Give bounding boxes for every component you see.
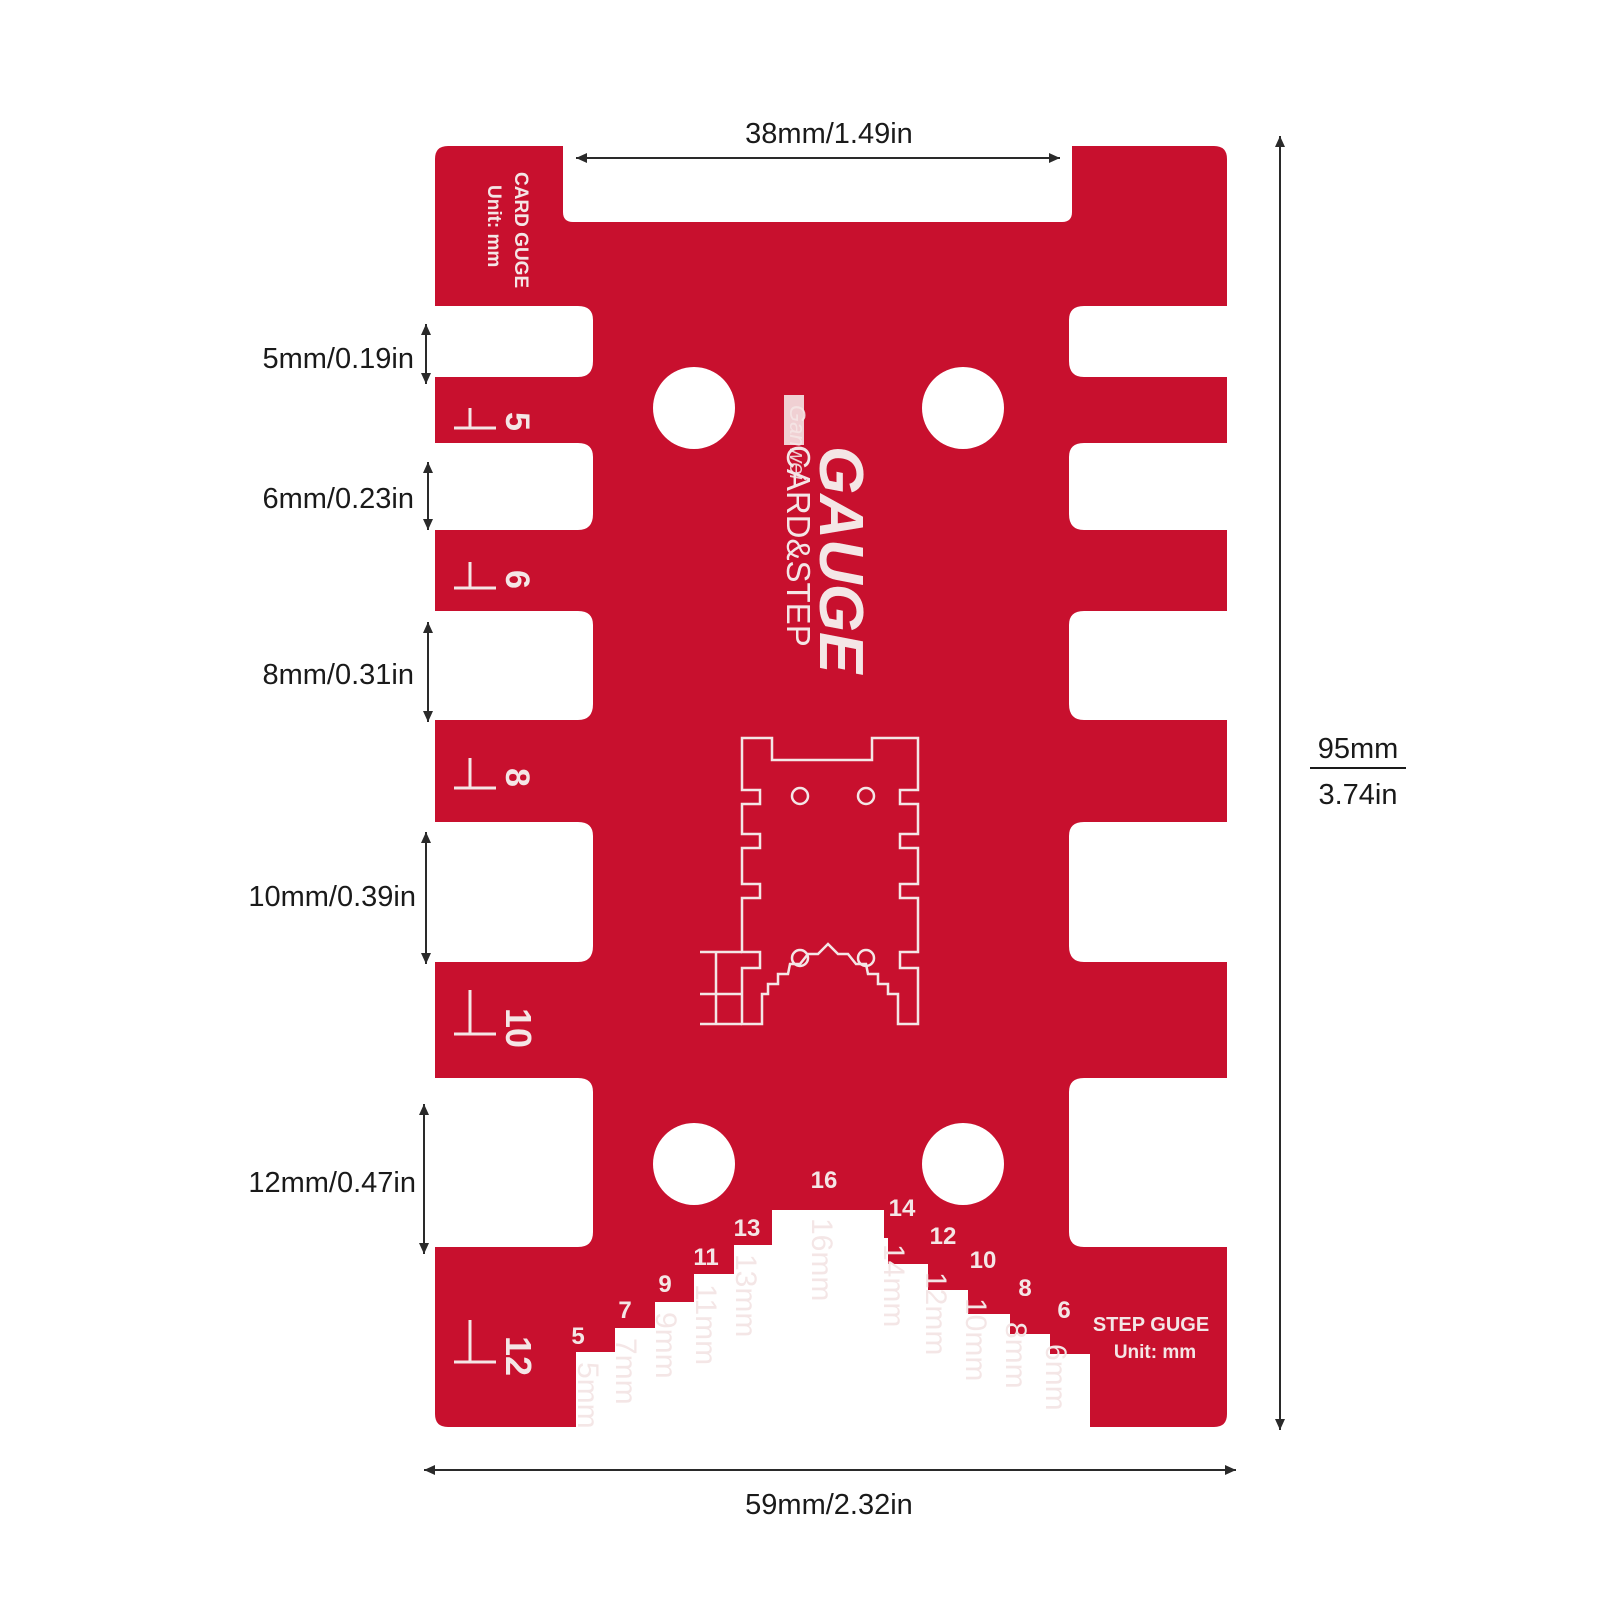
step-gauge-label: STEP GUGE	[1093, 1314, 1209, 1336]
brand-subtitle: CARD&STEP	[780, 445, 817, 647]
svg-text:16mm: 16mm	[805, 1218, 838, 1301]
svg-text:12: 12	[498, 1336, 539, 1376]
mount-hole	[653, 367, 735, 449]
tab-marker-5: 5	[454, 408, 536, 431]
tab-marker-12: 12	[454, 1320, 539, 1376]
gauge-body	[435, 146, 1227, 1427]
slot-5-label: 5mm/0.19in	[262, 343, 414, 375]
brand-badge	[784, 395, 804, 445]
svg-text:16: 16	[811, 1167, 838, 1194]
svg-text:12mm: 12mm	[919, 1272, 952, 1355]
tab-marker-8: 8	[454, 758, 536, 790]
bottom-width-label: 59mm/2.32in	[745, 1489, 913, 1521]
card-gauge-unit: Unit: mm	[483, 185, 504, 267]
mount-hole	[922, 1123, 1004, 1205]
brand-title: GAUGE	[806, 446, 875, 675]
svg-text:10: 10	[498, 1008, 539, 1048]
svg-text:13: 13	[734, 1215, 761, 1242]
svg-text:10: 10	[970, 1247, 997, 1274]
gauge-outline-engraving	[700, 736, 920, 1026]
svg-text:8mm: 8mm	[999, 1322, 1032, 1389]
svg-text:8: 8	[498, 768, 536, 787]
svg-text:9mm: 9mm	[649, 1312, 682, 1379]
svg-text:7mm: 7mm	[609, 1338, 642, 1405]
svg-text:13mm: 13mm	[729, 1254, 762, 1337]
svg-text:8: 8	[1018, 1275, 1031, 1302]
svg-text:14: 14	[889, 1195, 916, 1222]
slot-10-label: 10mm/0.39in	[248, 881, 416, 913]
svg-text:9: 9	[658, 1271, 671, 1298]
svg-text:11mm: 11mm	[689, 1284, 722, 1365]
svg-text:12: 12	[930, 1223, 957, 1250]
slot-12-label: 12mm/0.47in	[248, 1167, 416, 1199]
slot-6-label: 6mm/0.23in	[262, 483, 414, 515]
slot-8-label: 8mm/0.31in	[262, 659, 414, 691]
svg-text:5: 5	[498, 412, 536, 431]
step-mm-labels: 5mm 7mm 9mm 11mm 13mm 16mm 14mm 12mm 10m…	[571, 1218, 1072, 1429]
tab-marker-10: 10	[454, 990, 539, 1048]
mount-hole	[653, 1123, 735, 1205]
svg-text:6: 6	[1057, 1297, 1070, 1324]
step-numbers: 5 7 9 11 13 16 14 12 10 8 6	[571, 1167, 1070, 1350]
svg-text:10mm: 10mm	[959, 1298, 992, 1381]
mount-hole	[922, 367, 1004, 449]
step-gauge-unit: Unit: mm	[1114, 1342, 1196, 1363]
top-gap-label: 38mm/1.49in	[745, 118, 913, 150]
svg-text:11: 11	[693, 1244, 718, 1271]
card-gauge-label: CARD GUGE	[510, 172, 531, 288]
svg-text:14mm: 14mm	[877, 1244, 910, 1327]
height-in-label: 3.74in	[1318, 779, 1397, 811]
svg-text:5: 5	[571, 1323, 584, 1350]
svg-text:6: 6	[498, 570, 536, 589]
svg-text:7: 7	[618, 1297, 631, 1324]
height-mm-label: 95mm	[1318, 733, 1399, 765]
svg-text:6mm: 6mm	[1039, 1344, 1072, 1411]
tab-marker-6: 6	[454, 562, 536, 590]
svg-text:5mm: 5mm	[571, 1362, 604, 1429]
